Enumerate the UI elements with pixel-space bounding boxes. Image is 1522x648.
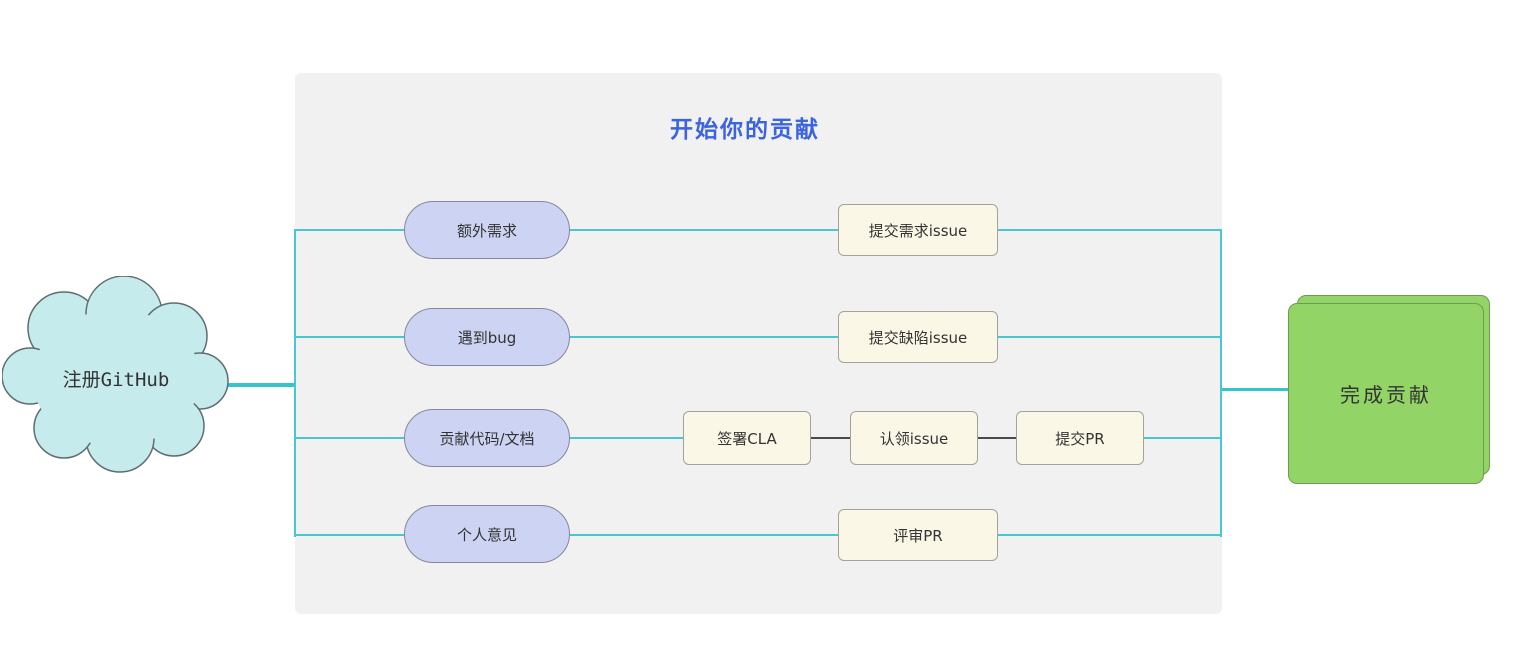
branch-entry-contribute-code: 贡献代码/文档: [404, 409, 570, 467]
connector-left-rail: [294, 229, 296, 537]
step-submit-pr: 提交PR: [1016, 411, 1144, 465]
node-label: 提交需求issue: [868, 221, 968, 240]
cloud-shape-icon: [1, 275, 229, 473]
node-label: 评审PR: [893, 526, 943, 545]
end-node: 完成贡献: [1288, 303, 1484, 484]
connector-branch2-mid: [570, 336, 838, 338]
connector-branch4-right: [998, 534, 1222, 536]
connector-start-trunk: [222, 383, 296, 387]
end-node-label: 完成贡献: [1340, 383, 1432, 407]
step-sign-cla: 签署CLA: [683, 411, 811, 465]
node-label: 签署CLA: [717, 429, 777, 448]
connector-branch3-mid: [570, 437, 683, 439]
connector-branch4-mid: [570, 534, 838, 536]
branch-entry-personal-opinion: 个人意见: [404, 505, 570, 563]
node-label: 认领issue: [879, 429, 949, 448]
connector-branch1-left: [296, 229, 404, 231]
node-label: 个人意见: [456, 525, 517, 544]
connector-branch3-left: [296, 437, 404, 439]
connector-cla-to-claim: [811, 437, 850, 439]
connector-branch1-right: [998, 229, 1222, 231]
connector-branch4-left: [296, 534, 404, 536]
connector-right-rail: [1220, 229, 1222, 537]
connector-branch1-mid: [570, 229, 838, 231]
connector-branch3-right: [1144, 437, 1222, 439]
start-node-cloud: 注册GitHub: [1, 275, 230, 480]
step-review-pr: 评审PR: [838, 509, 998, 561]
node-label: 提交PR: [1055, 429, 1105, 448]
start-node-label: 注册GitHub: [62, 368, 170, 391]
connector-end-trunk: [1222, 388, 1288, 391]
step-submit-requirement-issue: 提交需求issue: [838, 204, 998, 256]
branch-entry-extra-requirement: 额外需求: [404, 201, 570, 259]
group-title: 开始你的贡献: [670, 117, 820, 143]
node-label: 额外需求: [456, 221, 517, 240]
connector-branch2-right: [998, 336, 1222, 338]
connector-claim-to-pr: [978, 437, 1016, 439]
node-label: 提交缺陷issue: [868, 328, 968, 347]
node-label: 遇到bug: [457, 328, 517, 347]
node-label: 贡献代码/文档: [439, 429, 535, 448]
branch-entry-found-bug: 遇到bug: [404, 308, 570, 366]
step-submit-defect-issue: 提交缺陷issue: [838, 311, 998, 363]
connector-branch2-left: [296, 336, 404, 338]
step-claim-issue: 认领issue: [850, 411, 978, 465]
